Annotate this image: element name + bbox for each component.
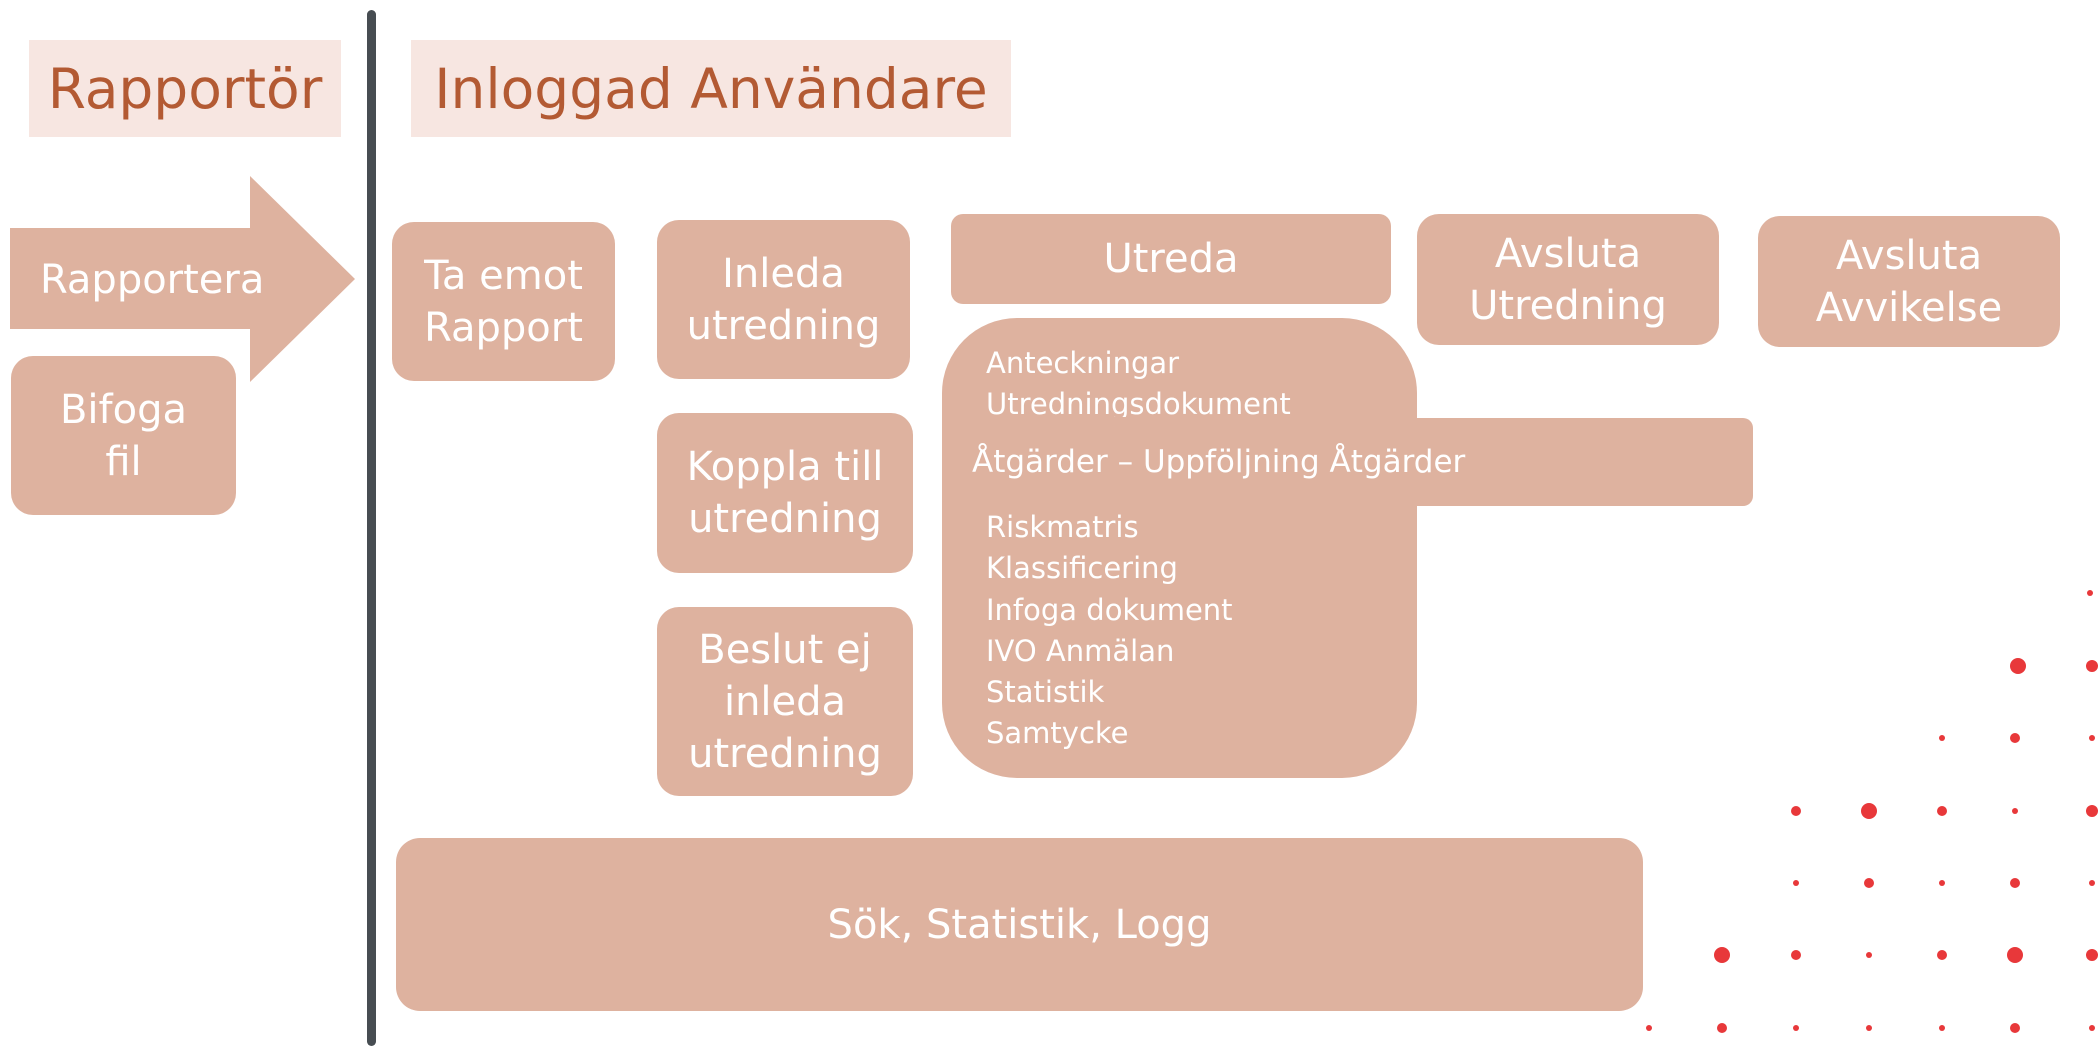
actions-row-label: Åtgärder – Uppföljning Åtgärder <box>972 444 1466 480</box>
investigate-panel <box>942 318 1417 778</box>
investigate-bottom-items: Riskmatris Klassificering Infoga dokumen… <box>986 507 1233 755</box>
panel-item-investigation-documents: Utredningsdokument <box>986 387 1291 417</box>
link-to-investigation-box: Koppla till utredning <box>657 413 913 573</box>
actions-row <box>942 418 1753 506</box>
panel-item-risk-matrix: Riskmatris <box>986 510 1139 544</box>
start-investigation-box: Inleda utredning <box>657 220 910 379</box>
search-statistics-log-bar: Sök, Statistik, Logg <box>396 838 1643 1011</box>
panel-item-classification: Klassificering <box>986 551 1178 586</box>
close-investigation-box: Avsluta Utredning <box>1417 214 1719 345</box>
close-deviation-box: Avsluta Avvikelse <box>1758 216 2060 347</box>
panel-item-consent: Samtycke <box>986 716 1129 751</box>
panel-item-notes: Anteckningar <box>986 346 1180 380</box>
report-arrow-label: Rapportera <box>40 257 265 303</box>
panel-item-insert-document: Infoga dokument <box>986 592 1233 627</box>
investigate-box: Utreda <box>951 214 1391 304</box>
investigate-top-items: Anteckningar Utredningsdokument <box>986 343 1396 417</box>
reporter-header: Rapportör <box>29 40 341 137</box>
attach-file-box: Bifoga fil <box>11 356 236 515</box>
decide-not-to-start-box: Beslut ej inleda utredning <box>657 607 913 796</box>
panel-item-statistics: Statistik <box>986 675 1105 710</box>
lane-divider <box>367 10 376 1046</box>
panel-item-ivo-report: IVO Anmälan <box>986 633 1175 668</box>
report-arrow-icon <box>10 176 355 382</box>
receive-report-box: Ta emot Rapport <box>392 222 615 381</box>
logged-in-user-header: Inloggad Användare <box>411 40 1011 137</box>
